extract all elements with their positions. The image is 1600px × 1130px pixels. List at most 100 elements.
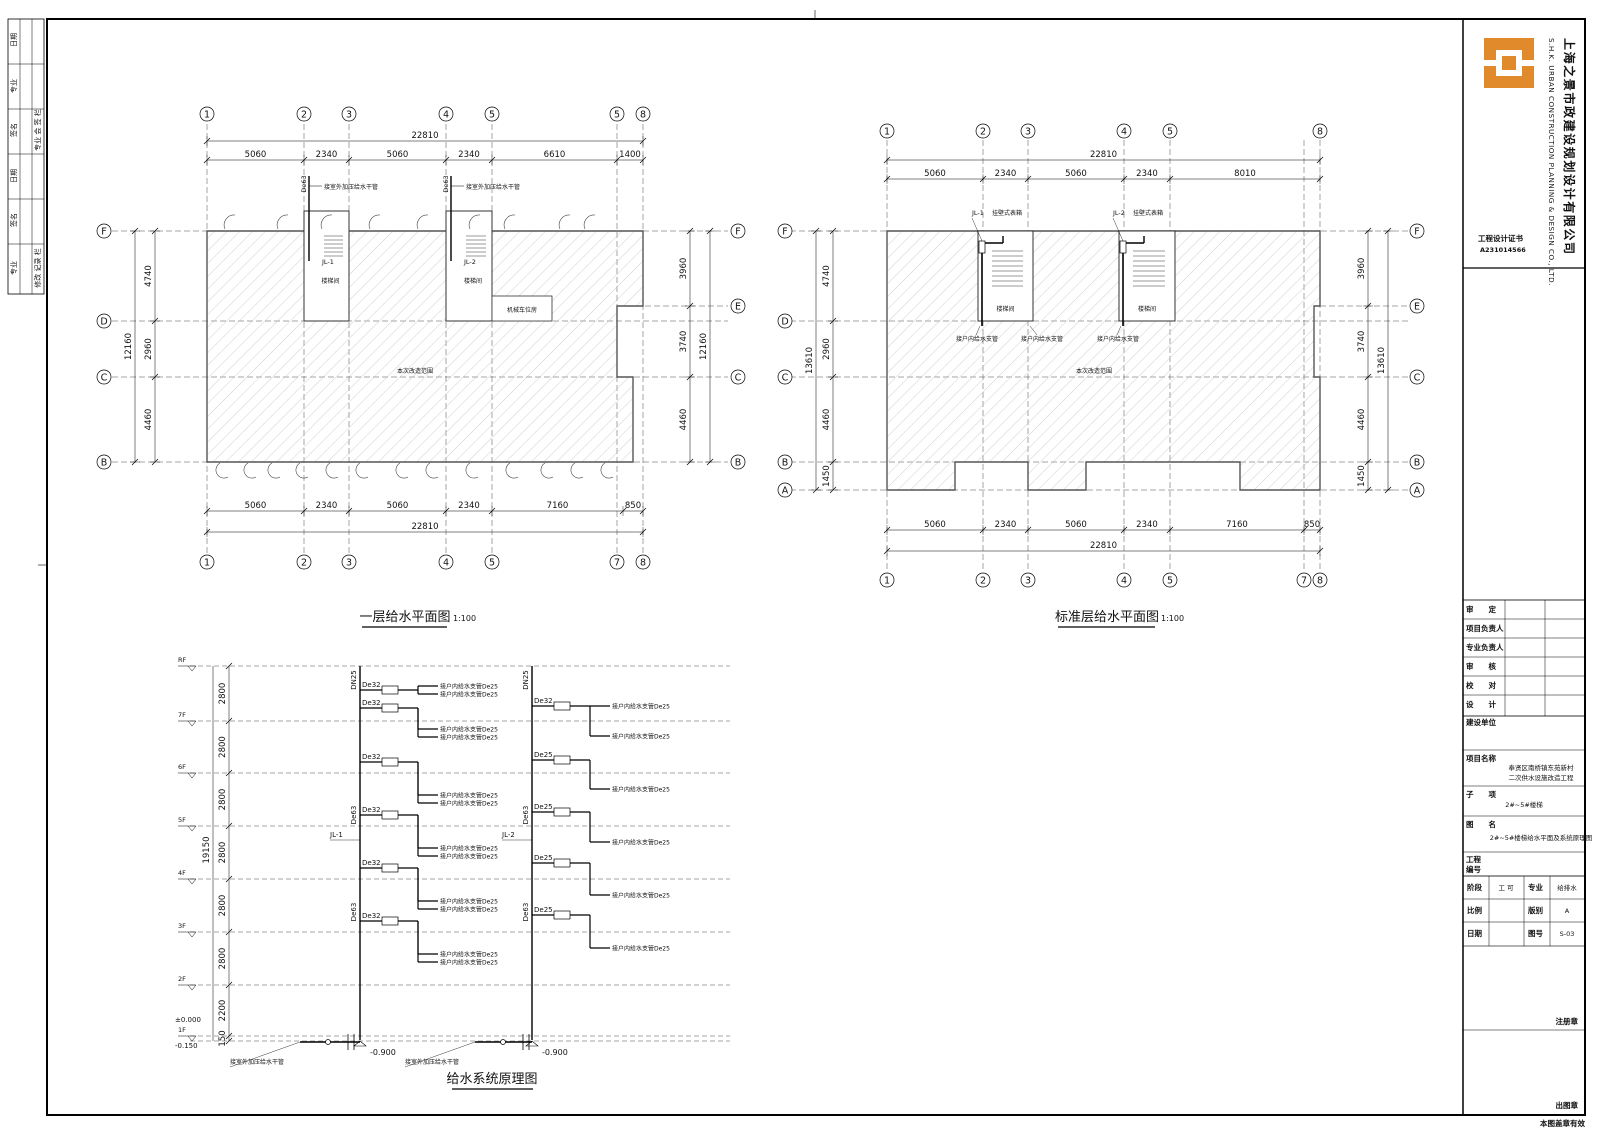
- plan2-branch-note: 接户内给水支管: [1097, 335, 1139, 343]
- system-branch-size: De25: [534, 751, 553, 759]
- plan2-bottom-dim-5: 850: [1304, 520, 1320, 530]
- company-name-cn: 上海之景市政建设规划设计有限公司: [1562, 38, 1577, 256]
- subitem-value: 2#~5#楼梯: [1505, 800, 1543, 809]
- plan1-door-swing: [505, 462, 519, 479]
- system-branch-size: De25: [534, 854, 553, 862]
- plan2-axis-bottom-4-circle: [1162, 572, 1178, 588]
- system-branch-label: 接户内给水支管De25: [612, 786, 670, 794]
- plan2-top-dim-2: 5060: [1065, 169, 1087, 179]
- system-height-tick: [225, 822, 233, 830]
- plan2-axis-bottom-4-label: 5: [1167, 576, 1173, 587]
- plan1-door-swing: [465, 462, 479, 479]
- plan1-row-left-3-label: B: [101, 458, 108, 469]
- system-branch-size: De32: [362, 859, 381, 867]
- plan1-row-left-0-label: F: [101, 227, 106, 238]
- system-leader: [404, 1041, 476, 1068]
- plan2-row-left-1-label: D: [781, 317, 788, 328]
- system-level-mark: [178, 665, 197, 672]
- plan1-top-dim-1: 2340: [316, 150, 338, 160]
- plan1-bottom-dim-2: 5060: [387, 501, 409, 511]
- plan2-row-left-3-label: B: [782, 458, 789, 469]
- strip-text: 日期: [10, 33, 18, 47]
- system-branch-label: 接户内给水支管De25: [440, 853, 498, 861]
- plan1-riser-label: JL-2: [463, 258, 476, 266]
- plan2-bottom-dim-3: 2340: [1136, 520, 1158, 530]
- issue-stamp: 出图章: [1556, 1100, 1579, 1110]
- plan2-axis-top-3-circle: [1116, 123, 1132, 139]
- plan1-door-swing: [320, 214, 333, 230]
- plan2-room-label: 楼梯间: [996, 305, 1014, 313]
- system-branch-label: 接户内给水支管De25: [440, 734, 498, 742]
- system-height-dim-6: 2200: [218, 1000, 228, 1022]
- system-depth-mark: [353, 1040, 367, 1047]
- plan1-pipe-note: 接室外加压给水干管: [324, 183, 378, 191]
- plan1-row-left-0-circle: [96, 223, 112, 239]
- system-branch-label: 接户内给水支管De25: [612, 945, 670, 953]
- cert-label: 工程设计证书: [1478, 233, 1523, 243]
- strip-text: 专业 会 签 栏: [33, 109, 42, 151]
- system-branch-label: 接户内给水支管De25: [440, 683, 498, 691]
- plan1-right-dim-2: 4460: [679, 409, 689, 431]
- system-floor-label-1: 7F: [178, 711, 186, 719]
- system-height-dim-7: 150: [218, 1030, 228, 1046]
- plan2-building-outline: [886, 230, 1321, 491]
- plan1-axis-top-1-circle: [296, 106, 312, 122]
- plan2-row-right-1-label: E: [1414, 302, 1420, 313]
- stage-value: 工 可: [1498, 884, 1514, 892]
- dwg-no-label: 图号: [1528, 929, 1544, 938]
- system-branch-size: De25: [534, 803, 553, 811]
- plan2-axis-bottom-5-label: 7: [1301, 576, 1307, 587]
- system-dn-top: DN25: [522, 670, 530, 690]
- plan2-axis-top-5-label: 8: [1317, 127, 1323, 138]
- system-de63: De63: [522, 903, 530, 922]
- strip-text: 日期: [10, 169, 18, 183]
- version-value: A: [1565, 907, 1570, 915]
- discipline-value: 给排水: [1557, 883, 1577, 892]
- plan1-room3-label: 机械车位房: [507, 306, 537, 314]
- plan2-area-note: 本次改造范围: [1076, 367, 1112, 375]
- plan1-axis-top-6-circle: [635, 106, 651, 122]
- plan1-room-label: 楼梯间: [321, 277, 339, 285]
- plan1-right-dim-1: 3740: [679, 331, 689, 353]
- system-pipe-depth: -0.900: [370, 1048, 396, 1057]
- plan2-row-left-2-label: C: [782, 373, 789, 384]
- plan2-leader: [975, 325, 981, 336]
- system-leader: [229, 1041, 301, 1068]
- plan2-axis-top-1-circle: [975, 123, 991, 139]
- strip-text: 修改 记录 栏: [33, 248, 42, 287]
- plan1-row-left-3-circle: [96, 454, 112, 470]
- plan2-axis-top-1-label: 2: [980, 127, 986, 138]
- plan2-leader: [1112, 217, 1124, 242]
- plan1-door-swing: [425, 462, 439, 479]
- plan1-door-swing: [583, 214, 596, 230]
- plan1-row-right-3-label: B: [735, 458, 742, 469]
- plan2-right-dim-3: 1450: [1357, 465, 1367, 487]
- plan1-top-dim-2: 5060: [387, 150, 409, 160]
- title-block: 上海之景市政建设规划设计有限公司 S.H.K. URBAN CONSTRUCTI…: [1462, 19, 1592, 1128]
- system-water-meter: [553, 858, 571, 868]
- system-floor-label-0: RF: [178, 656, 187, 664]
- plan2-row-right-1-circle: [1409, 298, 1425, 314]
- plan1-bottom-dim-5: 850: [625, 501, 641, 511]
- plan2-axis-top-0-circle: [879, 123, 895, 139]
- project-label: 项目名称: [1466, 753, 1496, 763]
- plan2-right-dim-0: 3960: [1357, 258, 1367, 280]
- system-height-dim-3: 2800: [218, 842, 228, 864]
- plan1-door-swing: [468, 214, 481, 230]
- plan2-row-right-0-circle: [1409, 223, 1425, 239]
- plan2-left-dim-1: 2960: [822, 338, 832, 360]
- plan1-pipe-size: De63: [300, 175, 308, 192]
- plan1-top-dim-5: 1400: [619, 150, 641, 160]
- plan1-axis-bottom-4-circle: [484, 554, 500, 570]
- plan1-right-dim-0: 3960: [679, 258, 689, 280]
- system-total-height: 19150: [202, 836, 212, 863]
- plan2-branch-note: 接户内给水支管: [1021, 335, 1063, 343]
- system-water-meter: [381, 685, 399, 695]
- plan1-row-right-0-circle: [730, 223, 746, 239]
- plan1-scale: 1:100: [453, 614, 476, 623]
- system-branch-label: 接户内给水支管De25: [440, 792, 498, 800]
- plan1-axis-top-3-circle: [438, 106, 454, 122]
- plan2-riser-label: JL-2: [1112, 209, 1125, 217]
- plan2-row-right-0-label: F: [1414, 227, 1419, 238]
